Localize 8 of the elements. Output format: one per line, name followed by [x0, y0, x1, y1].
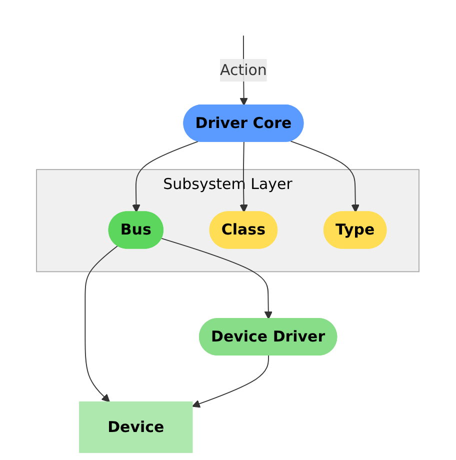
arrow [290, 140, 360, 213]
arrow [161, 238, 273, 320]
arrow [84, 245, 118, 402]
edge-label: Action [220, 60, 268, 79]
arrow [240, 141, 248, 213]
node-box: Device [79, 401, 193, 453]
arrow [132, 140, 199, 213]
arrow [192, 355, 270, 408]
